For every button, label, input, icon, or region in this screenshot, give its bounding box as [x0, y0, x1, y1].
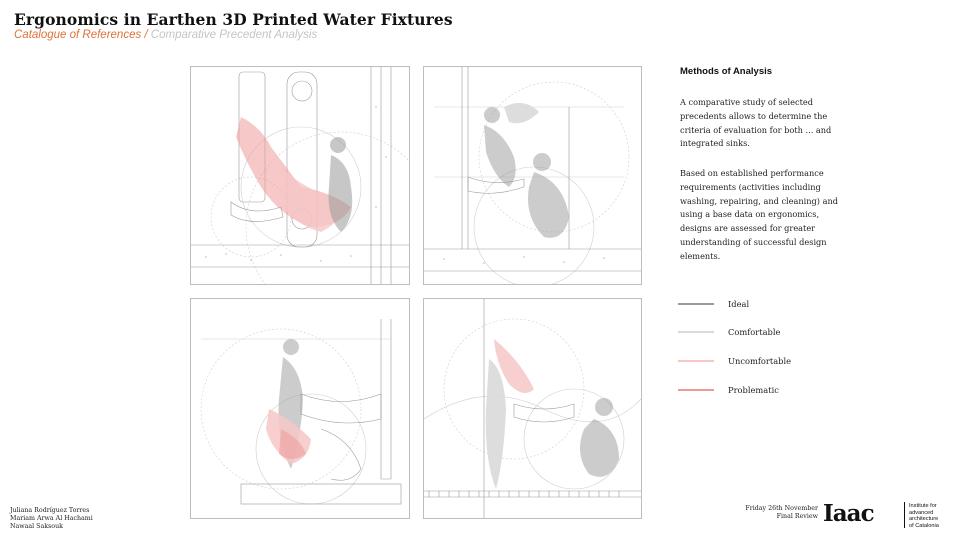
logo-divider — [904, 502, 905, 528]
precedent-drawing-2 — [424, 67, 641, 284]
drawing-panel-top-left — [190, 66, 410, 285]
methods-heading: Methods of Analysis — [680, 66, 773, 77]
legend-label: Uncomfortable — [728, 356, 792, 366]
methods-paragraph-1: A comparative study of selected preceden… — [680, 97, 832, 149]
drawing-panel-top-right — [423, 66, 642, 285]
legend-label: Problematic — [728, 385, 779, 395]
author-name: Juliana Rodríguez Torres — [10, 507, 90, 514]
author-name: Nawaal Saksouk — [10, 523, 63, 530]
page-title: Ergonomics in Earthen 3D Printed Water F… — [14, 10, 453, 29]
institute-line: of Catalonia — [909, 522, 939, 529]
precedent-drawing-3 — [200, 319, 402, 505]
legend-item-uncomfortable: Uncomfortable — [678, 355, 791, 367]
institute-line: architecture — [909, 516, 939, 522]
review-date: Friday 26th November Final Review — [745, 505, 818, 521]
methods-paragraph-2: Based on established performance require… — [680, 168, 838, 261]
review-line: Final Review — [776, 513, 818, 520]
drawing-panel-bottom-right — [423, 298, 642, 519]
legend-swatch-ideal — [678, 303, 714, 305]
drawing-panel-bottom-left — [190, 298, 410, 519]
legend-item-comfortable: Comfortable — [678, 326, 780, 338]
legend-swatch-uncomfortable — [678, 360, 714, 362]
page-subtitle: Catalogue of References / Comparative Pr… — [14, 29, 317, 41]
subtitle-analysis: Comparative Precedent Analysis — [147, 29, 318, 41]
legend-label: Comfortable — [728, 327, 781, 337]
precedent-drawing-4 — [424, 299, 641, 518]
institute-line: advanced — [909, 509, 934, 516]
date-line: Friday 26th November — [745, 505, 818, 512]
legend-swatch-problematic — [678, 389, 714, 391]
institute-line: Institute for — [909, 503, 937, 509]
iaac-logo: Iaac — [823, 500, 875, 527]
subtitle-catalogue: Catalogue of References / — [14, 29, 148, 41]
legend-item-problematic: Problematic — [678, 384, 779, 396]
legend-swatch-comfortable — [678, 331, 714, 333]
legend-label: Ideal — [728, 299, 750, 309]
authors-list: Juliana Rodríguez Torres Mariam Arwa Al … — [10, 507, 93, 531]
institute-name: Institute for advanced architecture of C… — [909, 503, 939, 529]
precedent-drawing-1 — [191, 67, 409, 284]
legend-item-ideal: Ideal — [678, 298, 749, 310]
author-name: Mariam Arwa Al Hachami — [10, 515, 93, 522]
